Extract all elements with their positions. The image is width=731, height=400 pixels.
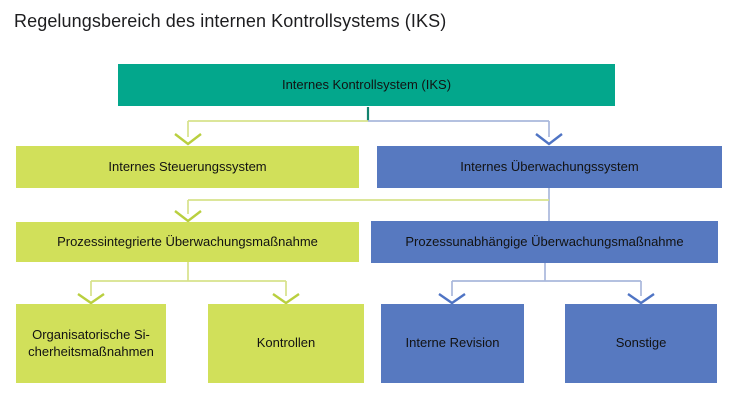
node-internes-ueberwachungssystem: Internes Überwachungssystem bbox=[377, 146, 722, 188]
node-prozessintegrierte-label: Prozessintegrierte Überwachungsmaßnahme bbox=[57, 233, 318, 249]
node-kontrollen-label: Kontrollen bbox=[256, 335, 316, 351]
node-interne-revision-label: Interne Revision bbox=[405, 335, 500, 351]
arrowhead-kontrollen-icon bbox=[272, 293, 300, 305]
node-internes-kontrollsystem-label: Internes Kontrollsystem (IKS) bbox=[281, 76, 452, 92]
node-prozessunabhaengige-label: Prozessunabhängige Überwachungsmaßnahme bbox=[405, 233, 684, 249]
node-kontrollen: Kontrollen bbox=[208, 304, 364, 383]
arrowhead-interne-revision-icon bbox=[438, 293, 466, 305]
node-interne-revision: Interne Revision bbox=[381, 304, 524, 383]
arrowhead-org-sicherheit-icon bbox=[77, 293, 105, 305]
node-prozessintegrierte-ueberwachungsmassnahme: Prozessintegrierte Überwachungsmaßnahme bbox=[16, 222, 359, 262]
arrowhead-sonstige-icon bbox=[627, 293, 655, 305]
node-internes-ueberwachungssystem-label: Internes Überwachungssystem bbox=[460, 158, 639, 174]
node-sonstige: Sonstige bbox=[565, 304, 717, 383]
node-organisatorische-sicherheitsmassnahmen: Organisatorische Si- cherheitsmaßnahmen bbox=[16, 304, 166, 383]
arrowhead-ueberwachung-icon bbox=[535, 133, 563, 146]
arrowhead-prozessintegriert-icon bbox=[174, 210, 202, 223]
node-sonstige-label: Sonstige bbox=[615, 335, 667, 351]
node-internes-steuerungssystem-label: Internes Steuerungssystem bbox=[108, 158, 267, 174]
node-internes-steuerungssystem: Internes Steuerungssystem bbox=[16, 146, 359, 188]
diagram-title: Regelungsbereich des internen Kontrollsy… bbox=[14, 11, 447, 31]
node-prozessunabhaengige-ueberwachungsmassnahme: Prozessunabhängige Überwachungsmaßnahme bbox=[371, 221, 718, 263]
arrowhead-steuerung-icon bbox=[174, 133, 202, 146]
node-organisatorische-label: Organisatorische Si- cherheitsmaßnahmen bbox=[28, 327, 154, 359]
node-internes-kontrollsystem: Internes Kontrollsystem (IKS) bbox=[118, 64, 615, 106]
